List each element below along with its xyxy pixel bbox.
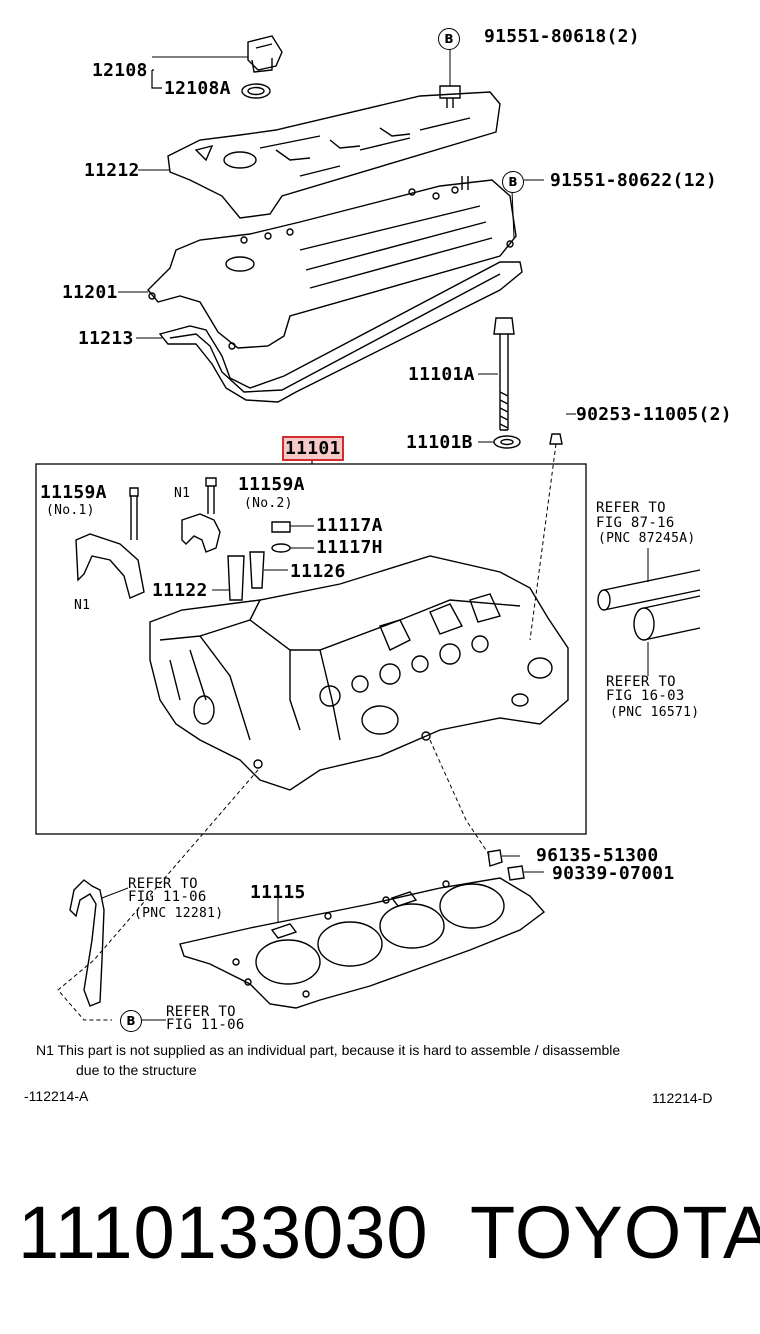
footnote-line2: due to the structure (76, 1062, 197, 1078)
label-11122: 11122 (152, 580, 208, 601)
label-11159a-no1: 11159A (40, 482, 107, 503)
label-90339-07001: 90339-07001 (552, 863, 675, 884)
label-91551-80622: 91551-80622(12) (550, 170, 718, 191)
label-11213: 11213 (78, 328, 134, 349)
ref-87-16-line3: (PNC 87245A) (598, 531, 696, 546)
bearing-cap-no1-drawing (75, 487, 145, 599)
plug-96135-drawing (487, 849, 520, 867)
oil-filler-gasket-drawing (241, 83, 271, 99)
circle-b-icon: B (438, 28, 460, 50)
ref-11-06a-line3: (PNC 12281) (134, 906, 224, 921)
label-96135-51300: 96135-51300 (536, 845, 659, 866)
ref-87-16-line1: REFER TO (596, 500, 666, 516)
label-11212: 11212 (84, 160, 140, 181)
footnote-line1: N1 This part is not supplied as an indiv… (36, 1042, 621, 1058)
oil-filler-cap-drawing (247, 35, 283, 73)
label-11101b: 11101B (406, 432, 473, 453)
ref-11-06a-line1: REFER TO (128, 876, 198, 892)
footer-brand: TOYOTA (470, 1191, 760, 1274)
ref-11-06a-line2: FIG 11-06 (128, 889, 207, 905)
ignition-coil-cover-drawing (167, 91, 501, 219)
ref-11-06b-line1: REFER TO (166, 1004, 236, 1020)
water-pipes-drawing (597, 548, 701, 676)
circle-b-icon: B (502, 171, 524, 193)
bearing-cap-no2-drawing (181, 477, 221, 553)
valve-guides-drawing (212, 551, 288, 601)
label-11159a-no1-sub: (No.1) (46, 503, 95, 518)
ref-87-16-line2: FIG 87-16 (596, 515, 675, 531)
label-90253-11005: 90253-11005(2) (576, 404, 732, 425)
pin-90339-drawing (507, 865, 544, 881)
ref-16-03-line3: (PNC 16571) (610, 705, 700, 720)
label-11101-highlighted[interactable]: 11101 (282, 436, 344, 461)
label-11115: 11115 (250, 882, 306, 903)
ref-16-03-line1: REFER TO (606, 674, 676, 690)
ref-16-03-line2: FIG 16-03 (606, 688, 685, 704)
diagram-code-left: -112214-A (24, 1088, 89, 1104)
plug-11117-drawing (271, 521, 314, 553)
head-bolt-drawing (493, 317, 515, 431)
label-11201: 11201 (62, 282, 118, 303)
label-12108a: 12108A (164, 78, 231, 99)
stud-90253-drawing (529, 413, 576, 641)
label-11117h: 11117H (316, 537, 383, 558)
chain-guide-drawing (69, 879, 105, 1007)
circle-b-icon: B (120, 1010, 142, 1032)
valve-cover-gasket-drawing (158, 261, 523, 403)
diagram-code-right: 112214-D (652, 1090, 713, 1106)
label-11101a: 11101A (408, 364, 475, 385)
ref-11-06b-line2: FIG 11-06 (166, 1017, 245, 1033)
bolt-91551-80622-drawing (511, 179, 544, 239)
label-11126: 11126 (290, 561, 346, 582)
cylinder-head-drawing (149, 555, 569, 791)
label-91551-80618: 91551-80618(2) (484, 26, 640, 47)
label-11117a: 11117A (316, 515, 383, 536)
head-gasket-drawing (179, 877, 546, 1009)
footer-part-number: 1110133030 (18, 1191, 429, 1274)
cylinder-head-frame (35, 463, 587, 835)
label-11159a-no2: 11159A (238, 474, 305, 495)
valve-cover-drawing (147, 176, 517, 350)
label-11159a-no2-sub: (No.2) (244, 496, 293, 511)
label-n1-a: N1 (174, 486, 191, 501)
bolt-91551-80618-drawing (439, 46, 461, 108)
label-n1-b: N1 (74, 598, 91, 613)
label-12108: 12108 (92, 60, 148, 81)
